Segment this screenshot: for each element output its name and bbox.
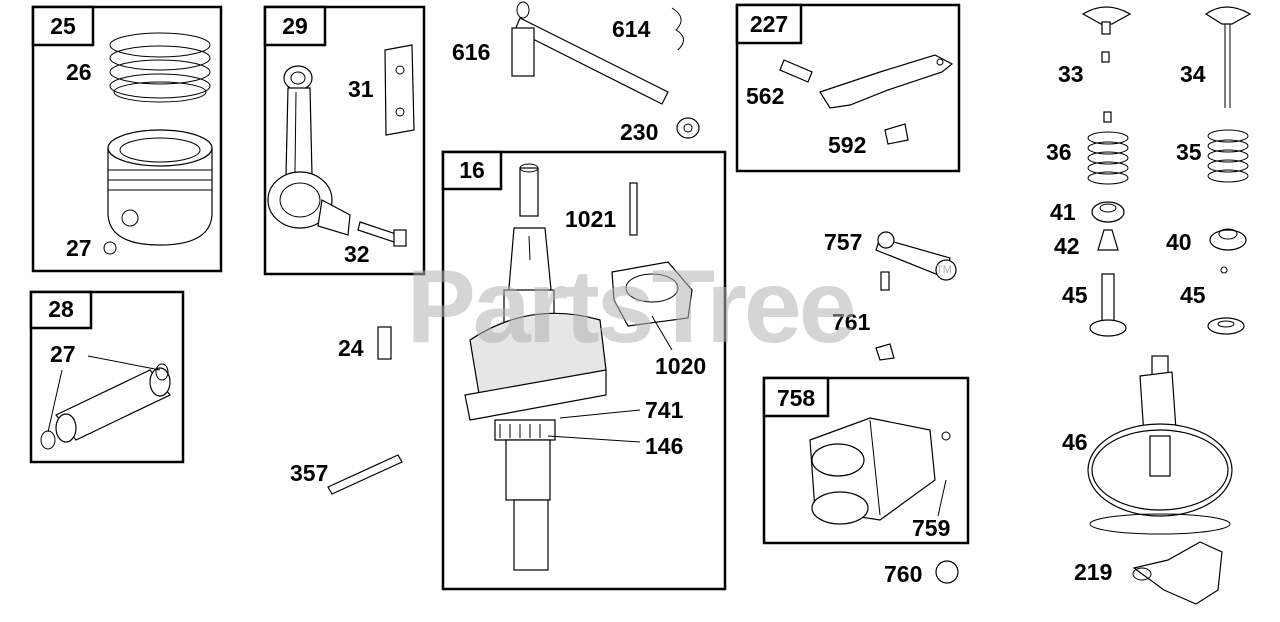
callout-760[interactable]: 760 [884, 561, 922, 587]
svg-text:758: 758 [777, 385, 816, 411]
compression-release-219-drawing [1132, 541, 1223, 605]
callout-45-right[interactable]: 45 [1180, 282, 1206, 308]
cotter-pin-drawing [671, 7, 684, 51]
callout-35[interactable]: 35 [1176, 139, 1202, 165]
spring-35-drawing [1207, 129, 1249, 183]
retainer-41-drawing [1091, 201, 1125, 223]
group-box-16[interactable]: 16 [441, 150, 727, 591]
piston-drawing [107, 129, 213, 246]
callout-24[interactable]: 24 [338, 335, 364, 361]
callout-592[interactable]: 592 [828, 132, 866, 158]
governor-lever-drawing [779, 54, 954, 145]
callout-1021[interactable]: 1021 [565, 206, 616, 232]
callout-562[interactable]: 562 [746, 83, 784, 109]
crankshaft-drawing [464, 163, 607, 571]
callout-759[interactable]: 759 [912, 515, 950, 541]
valve-33-drawing [1081, 6, 1132, 63]
key-24-drawing [377, 326, 392, 360]
svg-text:28: 28 [48, 296, 74, 322]
group-box-227[interactable]: 227 [735, 3, 961, 173]
spring-36-drawing [1087, 111, 1129, 185]
callout-146[interactable]: 146 [645, 433, 683, 459]
callout-27-box25[interactable]: 27 [66, 235, 92, 261]
valve-34-drawing [1204, 6, 1252, 108]
camshaft-gear-drawing [1087, 355, 1233, 535]
callout-616[interactable]: 616 [452, 39, 490, 65]
rod-bolt-drawing [357, 221, 407, 247]
callout-32[interactable]: 32 [344, 241, 370, 267]
callout-26[interactable]: 26 [66, 59, 92, 85]
pin-1021-drawing [629, 182, 638, 236]
callout-1020[interactable]: 1020 [655, 353, 706, 379]
callout-42[interactable]: 42 [1054, 233, 1080, 259]
governor-shaft-drawing [511, 1, 669, 105]
link-757-drawing [875, 231, 957, 281]
piston-pin-drawing [40, 363, 171, 450]
tappet-45-left-drawing [1089, 273, 1127, 337]
keeper-42-drawing [1097, 229, 1119, 251]
callout-33[interactable]: 33 [1058, 61, 1084, 87]
callout-34[interactable]: 34 [1180, 61, 1206, 87]
piston-rings-drawing [109, 32, 211, 103]
retainer-40-drawing [1209, 228, 1247, 274]
group-box-25[interactable]: 25 [31, 5, 223, 273]
callout-27-box28[interactable]: 27 [50, 341, 76, 367]
governor-bracket-drawing [809, 417, 951, 525]
callout-741[interactable]: 741 [645, 397, 684, 423]
callout-31[interactable]: 31 [348, 76, 374, 102]
pin-357-drawing [327, 454, 403, 495]
group-box-29[interactable]: 29 [263, 5, 426, 276]
washer-230-drawing [676, 117, 700, 139]
callout-230[interactable]: 230 [620, 119, 658, 145]
piston-clip-drawing [103, 241, 117, 255]
callout-46[interactable]: 46 [1062, 429, 1088, 455]
watermark: PartsTree [406, 249, 853, 365]
watermark-trademark: TM [936, 264, 952, 276]
svg-text:16: 16 [459, 157, 485, 183]
callout-41[interactable]: 41 [1050, 199, 1076, 225]
tappet-45-right-drawing [1207, 317, 1245, 335]
svg-text:227: 227 [750, 11, 788, 37]
svg-text:29: 29 [282, 13, 308, 39]
group-box-758[interactable]: 758 [762, 376, 970, 545]
screw-761-drawing [875, 271, 895, 361]
group-box-28[interactable]: 28 [29, 290, 185, 464]
callout-219[interactable]: 219 [1074, 559, 1112, 585]
nut-760-drawing [935, 560, 959, 584]
callout-614[interactable]: 614 [612, 16, 651, 42]
rod-dipper-drawing [384, 44, 415, 136]
callout-357[interactable]: 357 [290, 460, 328, 486]
callout-45-left[interactable]: 45 [1062, 282, 1088, 308]
callout-36[interactable]: 36 [1046, 139, 1072, 165]
callout-40[interactable]: 40 [1166, 229, 1192, 255]
connecting-rod-drawing [267, 65, 351, 236]
callout-761[interactable]: 761 [832, 309, 871, 335]
svg-text:25: 25 [50, 13, 76, 39]
callout-757[interactable]: 757 [824, 229, 862, 255]
counterweight-1020-drawing [611, 261, 693, 327]
